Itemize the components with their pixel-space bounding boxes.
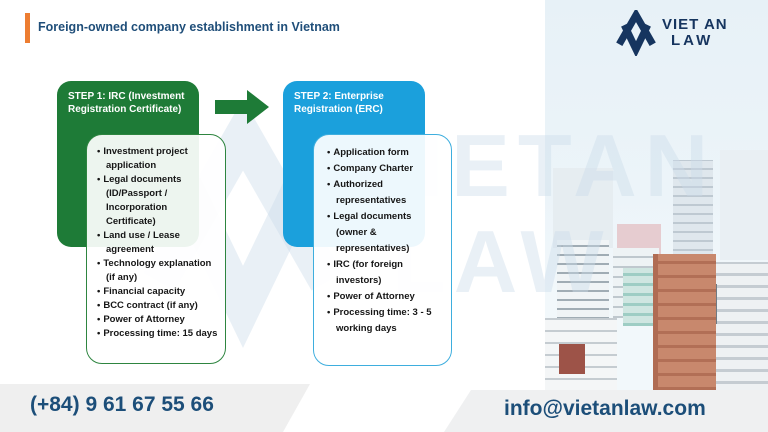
building-shape	[720, 150, 768, 260]
arrow-right-icon	[215, 90, 269, 124]
bullet-item: Processing time: 3 - 5 working days	[327, 305, 445, 337]
page-title: Foreign-owned company establishment in V…	[38, 20, 340, 34]
bullet-item: Investment project application	[97, 145, 219, 173]
bullet-item: Power of Attorney	[97, 313, 219, 327]
bullet-item: Company Charter	[327, 161, 445, 177]
logo-name-line2: LAW	[671, 32, 714, 49]
logo-text: VIET AN LAW	[662, 17, 728, 49]
phone-number: (+84) 9 61 67 55 66	[30, 393, 214, 416]
vietan-law-logo: VIET AN LAW	[614, 10, 728, 56]
bullet-item: BCC contract (if any)	[97, 299, 219, 313]
bullet-item: Power of Attorney	[327, 289, 445, 305]
phone-banner: (+84) 9 61 67 55 66	[0, 384, 310, 432]
building-shape	[557, 240, 609, 328]
step2-requirements-box: Application formCompany CharterAuthorize…	[313, 134, 452, 366]
bullet-item: Financial capacity	[97, 285, 219, 299]
cityscape-photo	[545, 0, 768, 432]
logo-monogram-icon	[616, 10, 656, 56]
step1-bullet-list: Investment project applicationLegal docu…	[87, 135, 225, 341]
bullet-item: Authorized representatives	[327, 177, 445, 209]
bullet-item: Application form	[327, 145, 445, 161]
bullet-item: Legal documents (ID/Passport / Incorpora…	[97, 173, 219, 229]
step1-requirements-box: Investment project applicationLegal docu…	[86, 134, 226, 364]
building-shape	[673, 160, 713, 260]
building-shape	[553, 168, 613, 248]
bullet-item: Land use / Lease agreement	[97, 229, 219, 257]
building-shape	[559, 344, 585, 374]
logo-name-line1: VIET AN	[662, 16, 728, 34]
bullet-item: IRC (for foreign investors)	[327, 257, 445, 289]
accent-bar	[25, 13, 30, 43]
bullet-item: Legal documents (owner & representatives…	[327, 209, 445, 257]
bullet-item: Processing time: 15 days	[97, 327, 219, 341]
bullet-item: Technology explanation (if any)	[97, 257, 219, 285]
email-address[interactable]: info@vietanlaw.com	[504, 397, 706, 420]
building-shape	[623, 268, 657, 326]
email-banner: info@vietanlaw.com	[444, 390, 768, 432]
step2-bullet-list: Application formCompany CharterAuthorize…	[314, 135, 451, 337]
